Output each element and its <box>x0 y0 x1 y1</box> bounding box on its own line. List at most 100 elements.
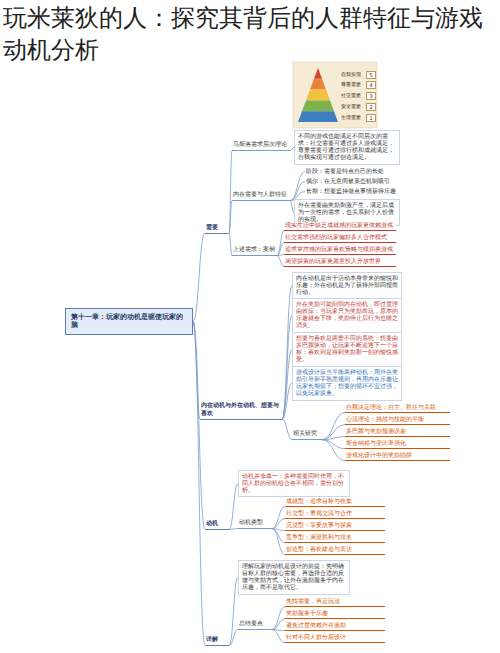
branch-topic: 内在动机与外在动机、想要与喜欢 <box>200 400 282 420</box>
leaf-topic: 游戏化设计中的奖励陷阱 <box>345 452 450 461</box>
node-text: 内在需要与人群特征 <box>233 191 289 198</box>
leaf-topic: 现实生活中缺乏成就感的玩家更依赖游戏 <box>284 222 396 231</box>
leaf-topic: 避免过度依赖外在激励 <box>285 622 385 631</box>
pyramid-layer <box>310 79 326 90</box>
connector <box>272 630 285 643</box>
node-text: 游戏化设计中的奖励陷阱 <box>346 452 449 459</box>
connector <box>272 529 285 555</box>
note-box: 想要与喜欢是两套不同的系统：想要由多巴胺驱动，让玩家不断追逐下一个目标；喜欢则是… <box>292 332 402 367</box>
node-text: 自我决定理论：自主、胜任与关联 <box>346 404 449 411</box>
subtopic: 动机类型 <box>238 518 272 529</box>
node-text: 现实生活中缺乏成就感的玩家更依赖游戏 <box>285 222 395 229</box>
connector <box>277 255 284 256</box>
node-text: 内在动机与外在动机、想要与喜欢 <box>201 401 281 417</box>
pyramid-level-label: 生理需要 <box>341 114 361 120</box>
connector <box>277 231 284 256</box>
callout-number: 2 <box>366 103 376 111</box>
node-text: 动机并非单一：多种需要同时作用，不同人群的动机组合各不相同，需分别分析。 <box>242 473 346 494</box>
callout-number: 4 <box>366 81 376 89</box>
subtopic: 总结要点 <box>238 619 272 630</box>
root-topic: 第十一章：玩家的动机是驱使玩家的脑 <box>65 308 193 335</box>
connector <box>272 607 285 630</box>
connector <box>322 425 345 440</box>
node-text: 社交需求强烈的玩家偏好多人合作模式 <box>285 234 395 241</box>
node-text: 避免过度依赖外在激励 <box>286 622 384 629</box>
node-text: 成就型：追求目标与收集 <box>286 498 384 505</box>
leaf-topic: 成就型：追求目标与收集 <box>285 498 385 507</box>
node-text: 理解玩家的动机是设计的前提：先明确目标人群的核心需要，再选择合适的反馈与奖励方式… <box>242 563 346 592</box>
pyramid-level-label: 安全需要 <box>341 103 361 109</box>
node-text: 外在奖励可能削弱内在动机，即过度理由效应：当玩家只为奖励而玩，原本的乐趣就会下降… <box>296 301 398 330</box>
subtopic: 内在需要与人群特征 <box>232 190 290 201</box>
leaf-topic: 心流理论：挑战与技能的平衡 <box>345 416 450 425</box>
connector <box>277 243 284 256</box>
pyramid-layer <box>298 111 338 122</box>
node-text: 游戏设计应当平衡两种动机：用外在奖励引导新手熟悉规则，再用内在乐趣让玩家长期留下… <box>296 369 398 398</box>
node-text: 创造型：喜欢建造与表达 <box>286 546 384 553</box>
pyramid-layer <box>306 90 330 101</box>
pyramid-layer <box>302 100 334 111</box>
callout-number: 3 <box>366 92 376 100</box>
node-text: 阶段：需要是特点自己的长处 <box>306 168 399 175</box>
pyramid-level-label: 自我实现 <box>341 71 361 77</box>
leaf-text: 长期：想要坚持做点事情获得乐趣 <box>305 188 400 195</box>
leaf-topic: 渴望探索的玩家更愿意投入开放世界 <box>284 258 396 267</box>
note-box: 动机并非单一：多种需要同时作用，不同人群的动机组合各不相同，需分别分析。 <box>238 470 350 497</box>
subtopic: 相关研究 <box>292 429 322 440</box>
node-text: 先找需要，再定玩法 <box>286 598 384 605</box>
node-text: 竞争型：渴望胜利与排名 <box>286 534 384 541</box>
pyramid-layer <box>314 68 322 79</box>
node-text: 多巴胺与奖励预测误差 <box>346 428 449 435</box>
node-text: 马斯洛需求层次理论 <box>233 141 289 148</box>
connector <box>322 440 345 449</box>
node-text: 详解 <box>206 635 228 643</box>
node-text: 动机 <box>206 519 228 527</box>
node-text: 第十一章：玩家的动机是驱使玩家的脑 <box>71 313 187 330</box>
leaf-topic: 先找需要，再定玩法 <box>285 598 385 607</box>
leaf-topic: 奖励服务于乐趣 <box>285 610 385 619</box>
connector <box>272 519 285 529</box>
connector <box>282 383 292 419</box>
page-title: 玩米莱狄的人：探究其背后的人群特征与游戏动机分析 <box>3 2 497 67</box>
connector <box>193 233 205 321</box>
leaf-topic: 创造型：喜欢建造与表达 <box>285 546 385 555</box>
node-text: 长期：想要坚持做点事情获得乐趣 <box>306 188 399 195</box>
node-text: 心流理论：挑战与技能的平衡 <box>346 416 449 423</box>
connector <box>229 630 238 646</box>
callout-number: 1 <box>366 114 376 122</box>
note-box: 不同的游戏也能满足不同层次的需求：社交需要可通过多人游戏满足，尊重需要可通过排行… <box>294 130 400 165</box>
node-text: 沉浸型：享受故事与探索 <box>286 522 384 529</box>
connector <box>272 619 285 630</box>
branch-topic: 详解 <box>205 634 229 646</box>
leaf-topic: 多巴胺与奖励预测误差 <box>345 428 450 437</box>
leaf-topic: 社交需求强烈的玩家偏好多人合作模式 <box>284 234 396 243</box>
node-text: 动机类型 <box>239 519 271 526</box>
node-text: 社交型：重视交流与合作 <box>286 510 384 517</box>
node-text: 追求掌控感的玩家喜欢策略与模拟类游戏 <box>285 246 395 253</box>
leaf-topic: 社交型：重视交流与合作 <box>285 510 385 519</box>
connector <box>277 256 284 267</box>
subtopic: 马斯洛需求层次理论 <box>232 140 290 151</box>
connector <box>282 286 292 419</box>
leaf-topic: 竞争型：渴望胜利与排名 <box>285 534 385 543</box>
connector <box>290 182 305 201</box>
illustration-ground <box>293 62 377 128</box>
connector <box>282 419 292 440</box>
pyramid-level-label: 尊重需要 <box>341 81 361 87</box>
connector <box>290 172 305 201</box>
connector <box>282 315 292 419</box>
connector <box>193 321 205 645</box>
node-text: 相关研究 <box>293 430 321 437</box>
leaf-text: 偶尔：在无意间被某些机制吸引 <box>305 178 400 185</box>
leaf-topic: 针对不同人群分层设计 <box>285 634 385 643</box>
connector <box>322 437 345 440</box>
connector <box>229 201 232 234</box>
leaf-topic: 自我决定理论：自主、胜任与关联 <box>345 404 450 413</box>
leaf-topic: 沉浸型：享受故事与探索 <box>285 522 385 531</box>
leaf-topic: 追求掌控感的玩家喜欢策略与模拟类游戏 <box>284 246 396 255</box>
connector <box>229 577 238 645</box>
node-text: 渴望探索的玩家更愿意投入开放世界 <box>285 258 395 265</box>
connector <box>272 507 285 529</box>
connector <box>282 349 292 419</box>
